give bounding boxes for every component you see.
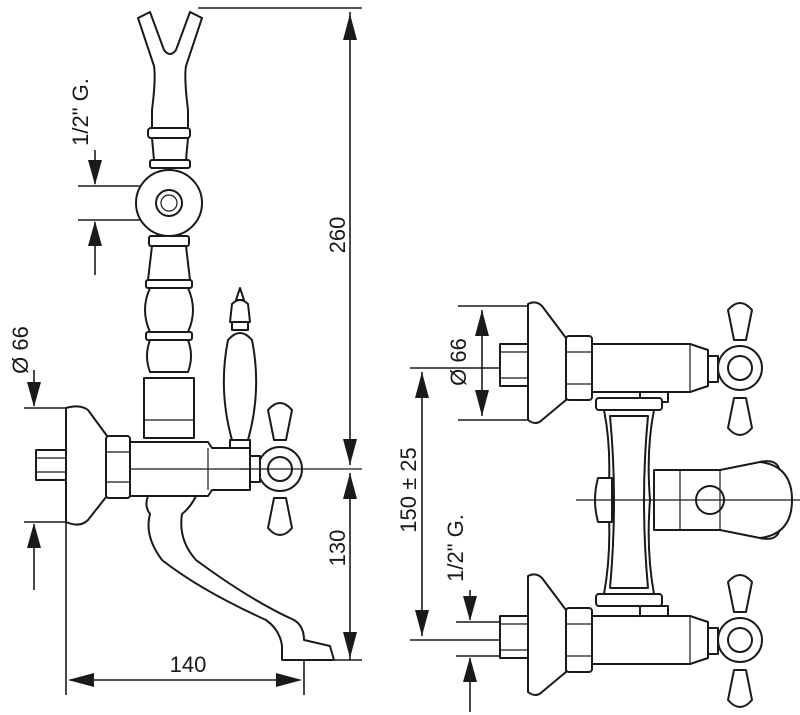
left-dimensions: 260 130 140 1/2" G. Ø 66 (8, 7, 362, 695)
dim-center-distance: 150 ± 25 (396, 447, 421, 532)
dim-thread-right: 1/2" G. (443, 514, 468, 582)
upper-flange (527, 301, 567, 424)
right-side-view (499, 301, 800, 708)
upper-cross-handle (707, 302, 763, 436)
bath-spout (145, 495, 335, 661)
dim-130: 130 (325, 530, 350, 567)
dim-260: 260 (325, 217, 350, 254)
left-front-view (35, 11, 362, 661)
hex-nut (105, 435, 131, 499)
upper-stem (151, 137, 189, 161)
left-wall-flange (65, 405, 111, 526)
right-dimensions: Ø 66 150 ± 25 1/2" G. (396, 305, 528, 712)
dim-140: 140 (170, 652, 207, 677)
lower-flange (527, 573, 567, 696)
dim-diameter-left: Ø 66 (8, 326, 33, 374)
cradle-collar (147, 127, 191, 139)
column-upper (147, 245, 191, 281)
column-middle (144, 287, 194, 333)
lower-cross-handle (707, 574, 763, 708)
dim-diameter-right: Ø 66 (446, 338, 471, 386)
dim-thread-top: 1/2" G. (68, 78, 93, 146)
diverter-handle (222, 332, 258, 441)
wall-inlet (35, 449, 67, 481)
diverter-knob (235, 287, 245, 301)
shower-cradle (137, 11, 203, 129)
column-base (143, 377, 195, 439)
